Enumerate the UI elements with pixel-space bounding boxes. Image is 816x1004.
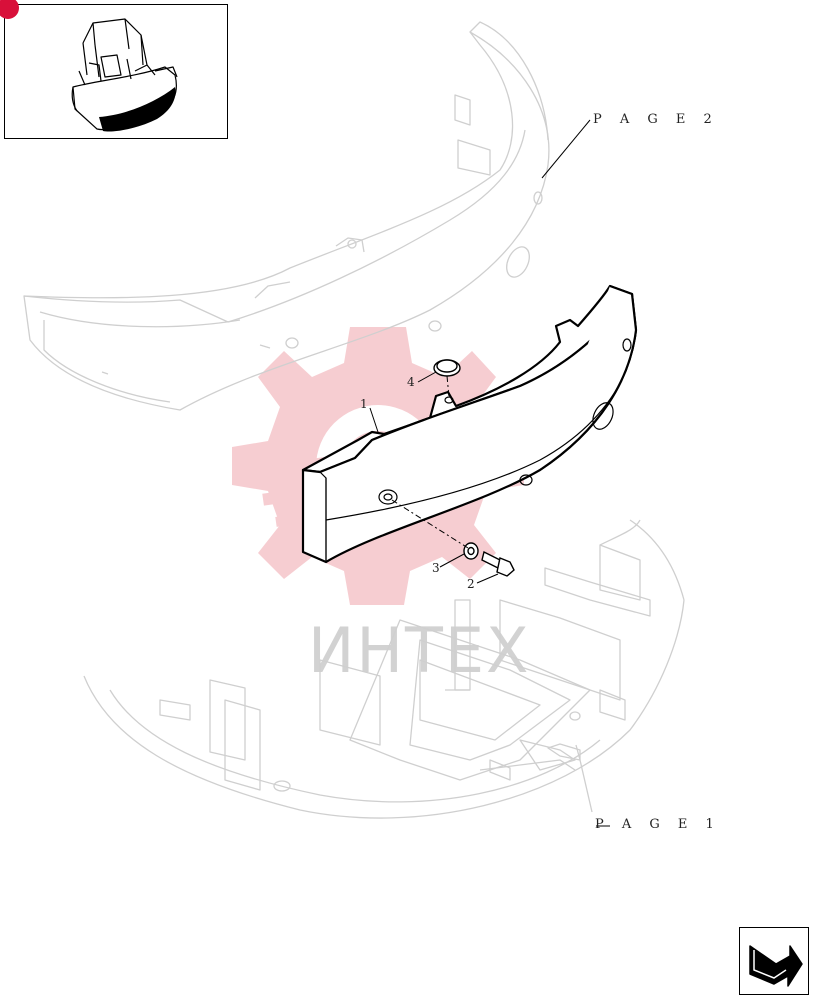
highlighted-counterweight (99, 87, 176, 132)
next-page-button[interactable] (739, 927, 809, 995)
page-2-reference[interactable]: P A G E 2 (593, 112, 719, 127)
leader-lines (369, 119, 610, 827)
machine-thumbnail[interactable] (0, 0, 228, 139)
corner-badge (0, 0, 19, 19)
bolt (481, 550, 515, 577)
counterweight-part (301, 284, 638, 564)
excavator-thumbnail-drawing (71, 18, 178, 132)
machine-chassis-outline (83, 519, 685, 819)
assembly-centerlines (391, 375, 469, 549)
counterweight-details (319, 338, 632, 562)
page-1-reference[interactable]: P A G E 1 (595, 817, 721, 832)
callout-2: 2 (467, 577, 475, 591)
next-page-arrow-icon (749, 945, 803, 987)
counterweight-upper-outline (23, 21, 550, 411)
washer (463, 542, 479, 560)
callout-3: 3 (432, 561, 440, 575)
callout-4: 4 (407, 375, 415, 389)
cap-plug (433, 359, 461, 377)
callout-1: 1 (360, 397, 368, 411)
